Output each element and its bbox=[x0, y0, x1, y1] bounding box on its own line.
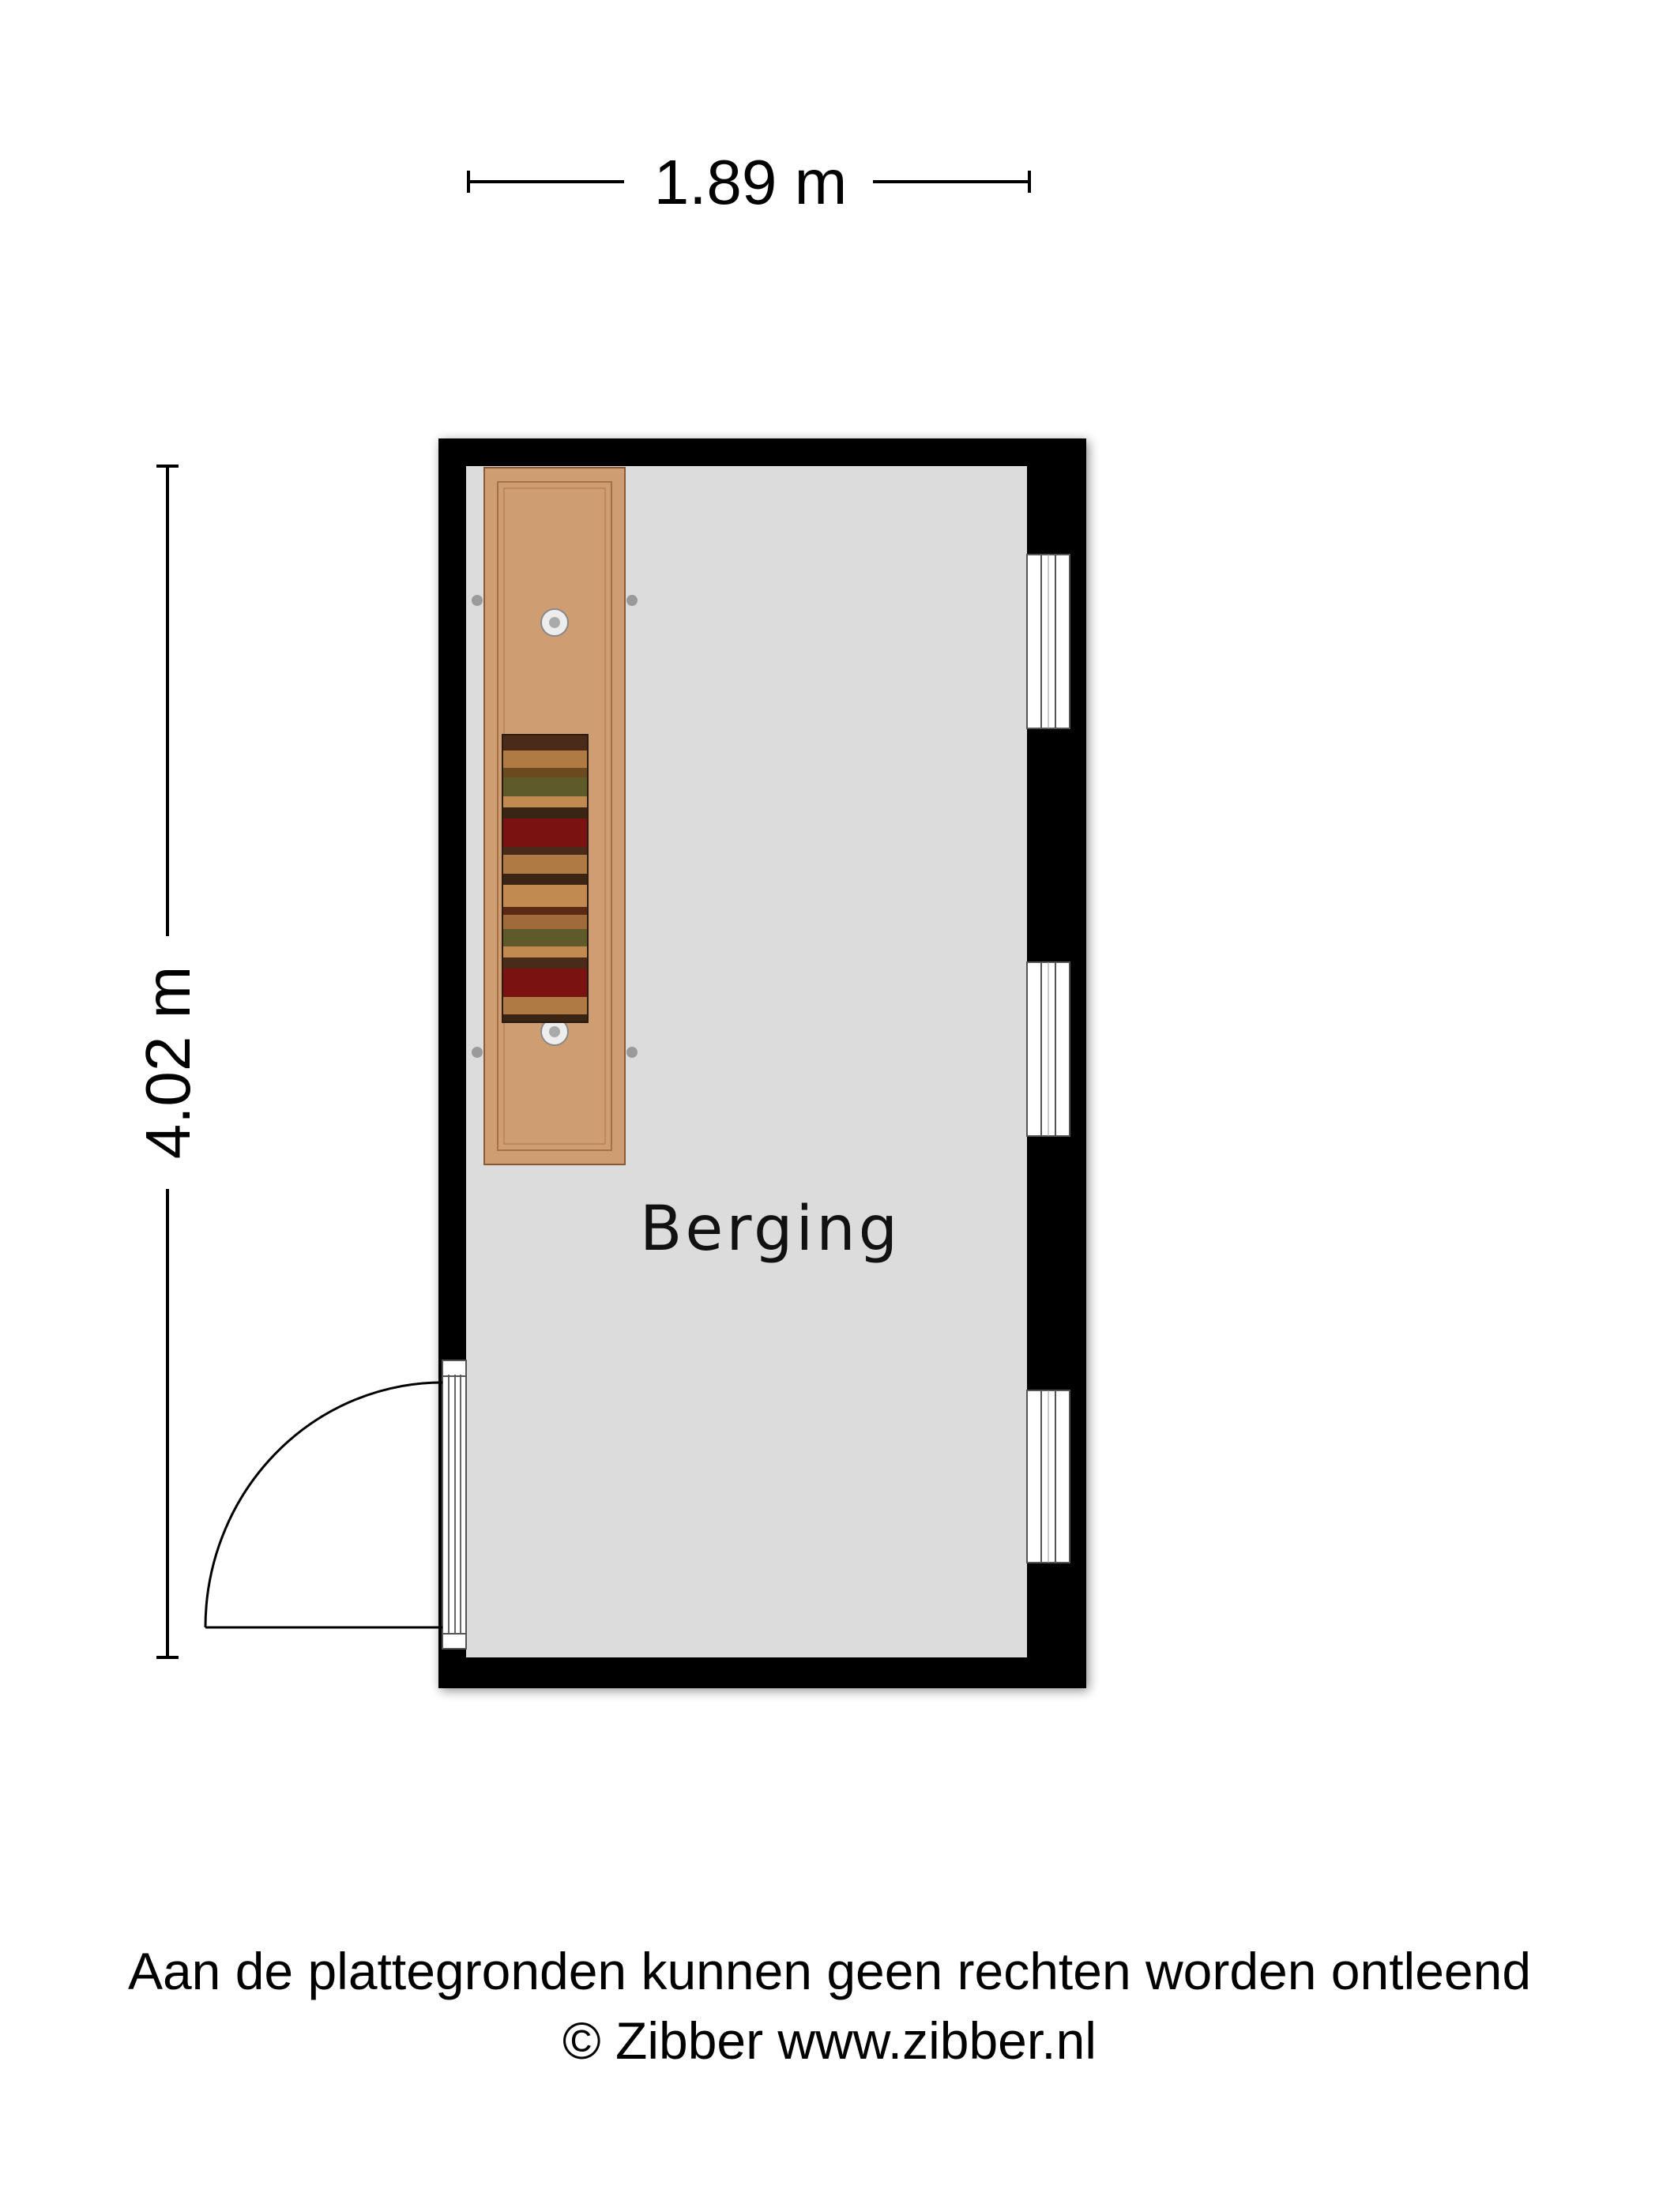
credit-text: © Zibber www.zibber.nl bbox=[562, 2011, 1097, 2070]
window-bottom bbox=[1026, 1390, 1070, 1563]
room-label: Berging bbox=[640, 1194, 901, 1265]
window-middle bbox=[1026, 961, 1070, 1137]
window-top bbox=[1026, 554, 1070, 729]
disclaimer-text: Aan de plattegronden kunnen geen rechten… bbox=[127, 1942, 1532, 2000]
height-label: 4.02 m bbox=[133, 966, 203, 1160]
height-dimension: 4.02 m bbox=[133, 465, 203, 1659]
door-swing-arc bbox=[204, 1381, 443, 1628]
door bbox=[204, 1360, 467, 1650]
width-dimension: 1.89 m bbox=[467, 147, 1031, 217]
width-label: 1.89 m bbox=[654, 147, 848, 217]
stacked-items bbox=[502, 734, 589, 1023]
